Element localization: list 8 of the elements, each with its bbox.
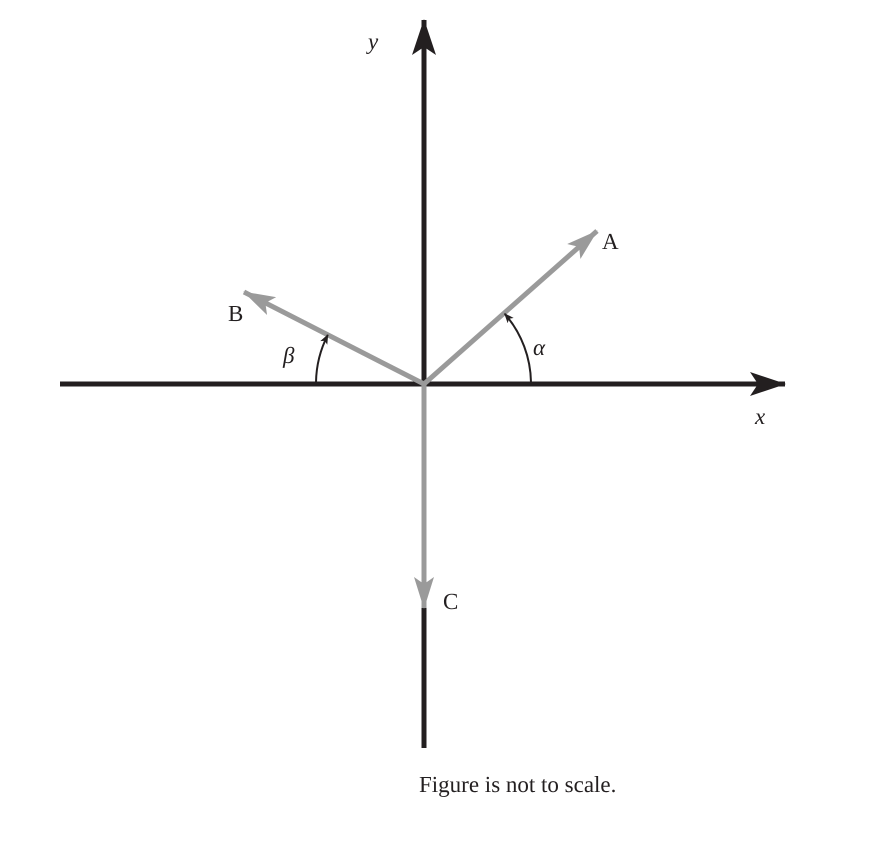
axis-label: y bbox=[368, 30, 378, 53]
angle-label: α bbox=[533, 336, 546, 359]
angle-label: β bbox=[283, 344, 294, 367]
vector-label: B bbox=[228, 302, 244, 325]
vector-label: C bbox=[443, 590, 458, 613]
caption: Figure is not to scale. bbox=[419, 773, 616, 796]
vector-label: A bbox=[602, 230, 619, 253]
axis-label: x bbox=[755, 405, 766, 428]
